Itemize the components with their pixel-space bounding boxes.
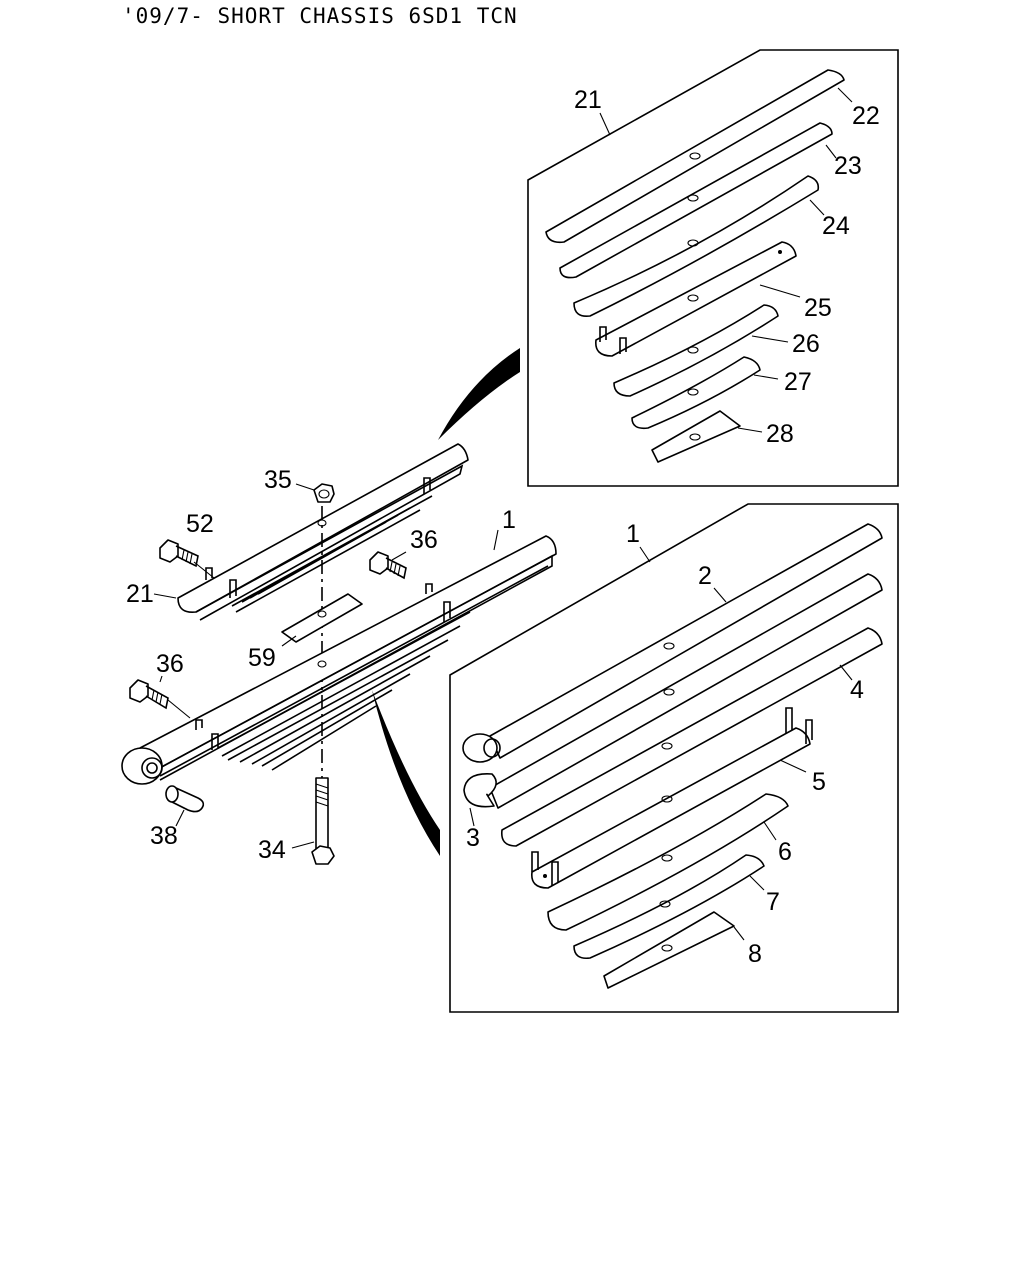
callout-3: 3: [466, 824, 480, 852]
callout-6: 6: [778, 838, 792, 866]
main-spring-detail-frame: [449, 503, 899, 1013]
callout-28: 28: [766, 420, 794, 448]
callout-4: 4: [850, 676, 864, 704]
callout-1: 1: [502, 506, 516, 534]
callout-7: 7: [766, 888, 780, 916]
callout-labels: 21 22 23 24 25 26 27 28 1 2 4 5 3 6 7 8 …: [126, 86, 880, 968]
bushing-38: [165, 785, 205, 827]
detail-connector-upper: [438, 348, 520, 440]
helper-spring-detail-frame: [527, 49, 899, 487]
callout-5: 5: [812, 768, 826, 796]
callout-21-detail: 21: [574, 86, 602, 114]
callout-59: 59: [248, 644, 276, 672]
callout-36-upper: 36: [410, 526, 438, 554]
main-spring-assembly: [121, 529, 557, 785]
helper-spring-assembly: [153, 443, 469, 621]
callout-23: 23: [834, 152, 862, 180]
callout-35: 35: [264, 466, 292, 494]
diagram-title: '09/7- SHORT CHASSIS 6SD1 TCN: [122, 4, 518, 28]
callout-24: 24: [822, 212, 850, 240]
nut-35: [295, 483, 335, 527]
bolt-36-lower: [129, 675, 191, 719]
callout-8: 8: [748, 940, 762, 968]
callout-34: 34: [258, 836, 286, 864]
callout-52: 52: [186, 510, 214, 538]
callout-22: 22: [852, 102, 880, 130]
callout-2: 2: [698, 562, 712, 590]
bolt-52: [159, 539, 215, 579]
callout-38: 38: [150, 822, 178, 850]
callout-25: 25: [804, 294, 832, 322]
callout-26: 26: [792, 330, 820, 358]
callout-36-lower: 36: [156, 650, 184, 678]
bolt-36-upper: [369, 551, 407, 580]
detail-connector-lower: [372, 690, 440, 856]
callout-27: 27: [784, 368, 812, 396]
spacer-plate-59: [281, 593, 363, 647]
callout-1-detail: 1: [626, 520, 640, 548]
callout-21: 21: [126, 580, 154, 608]
center-bolt-34: [291, 660, 335, 865]
